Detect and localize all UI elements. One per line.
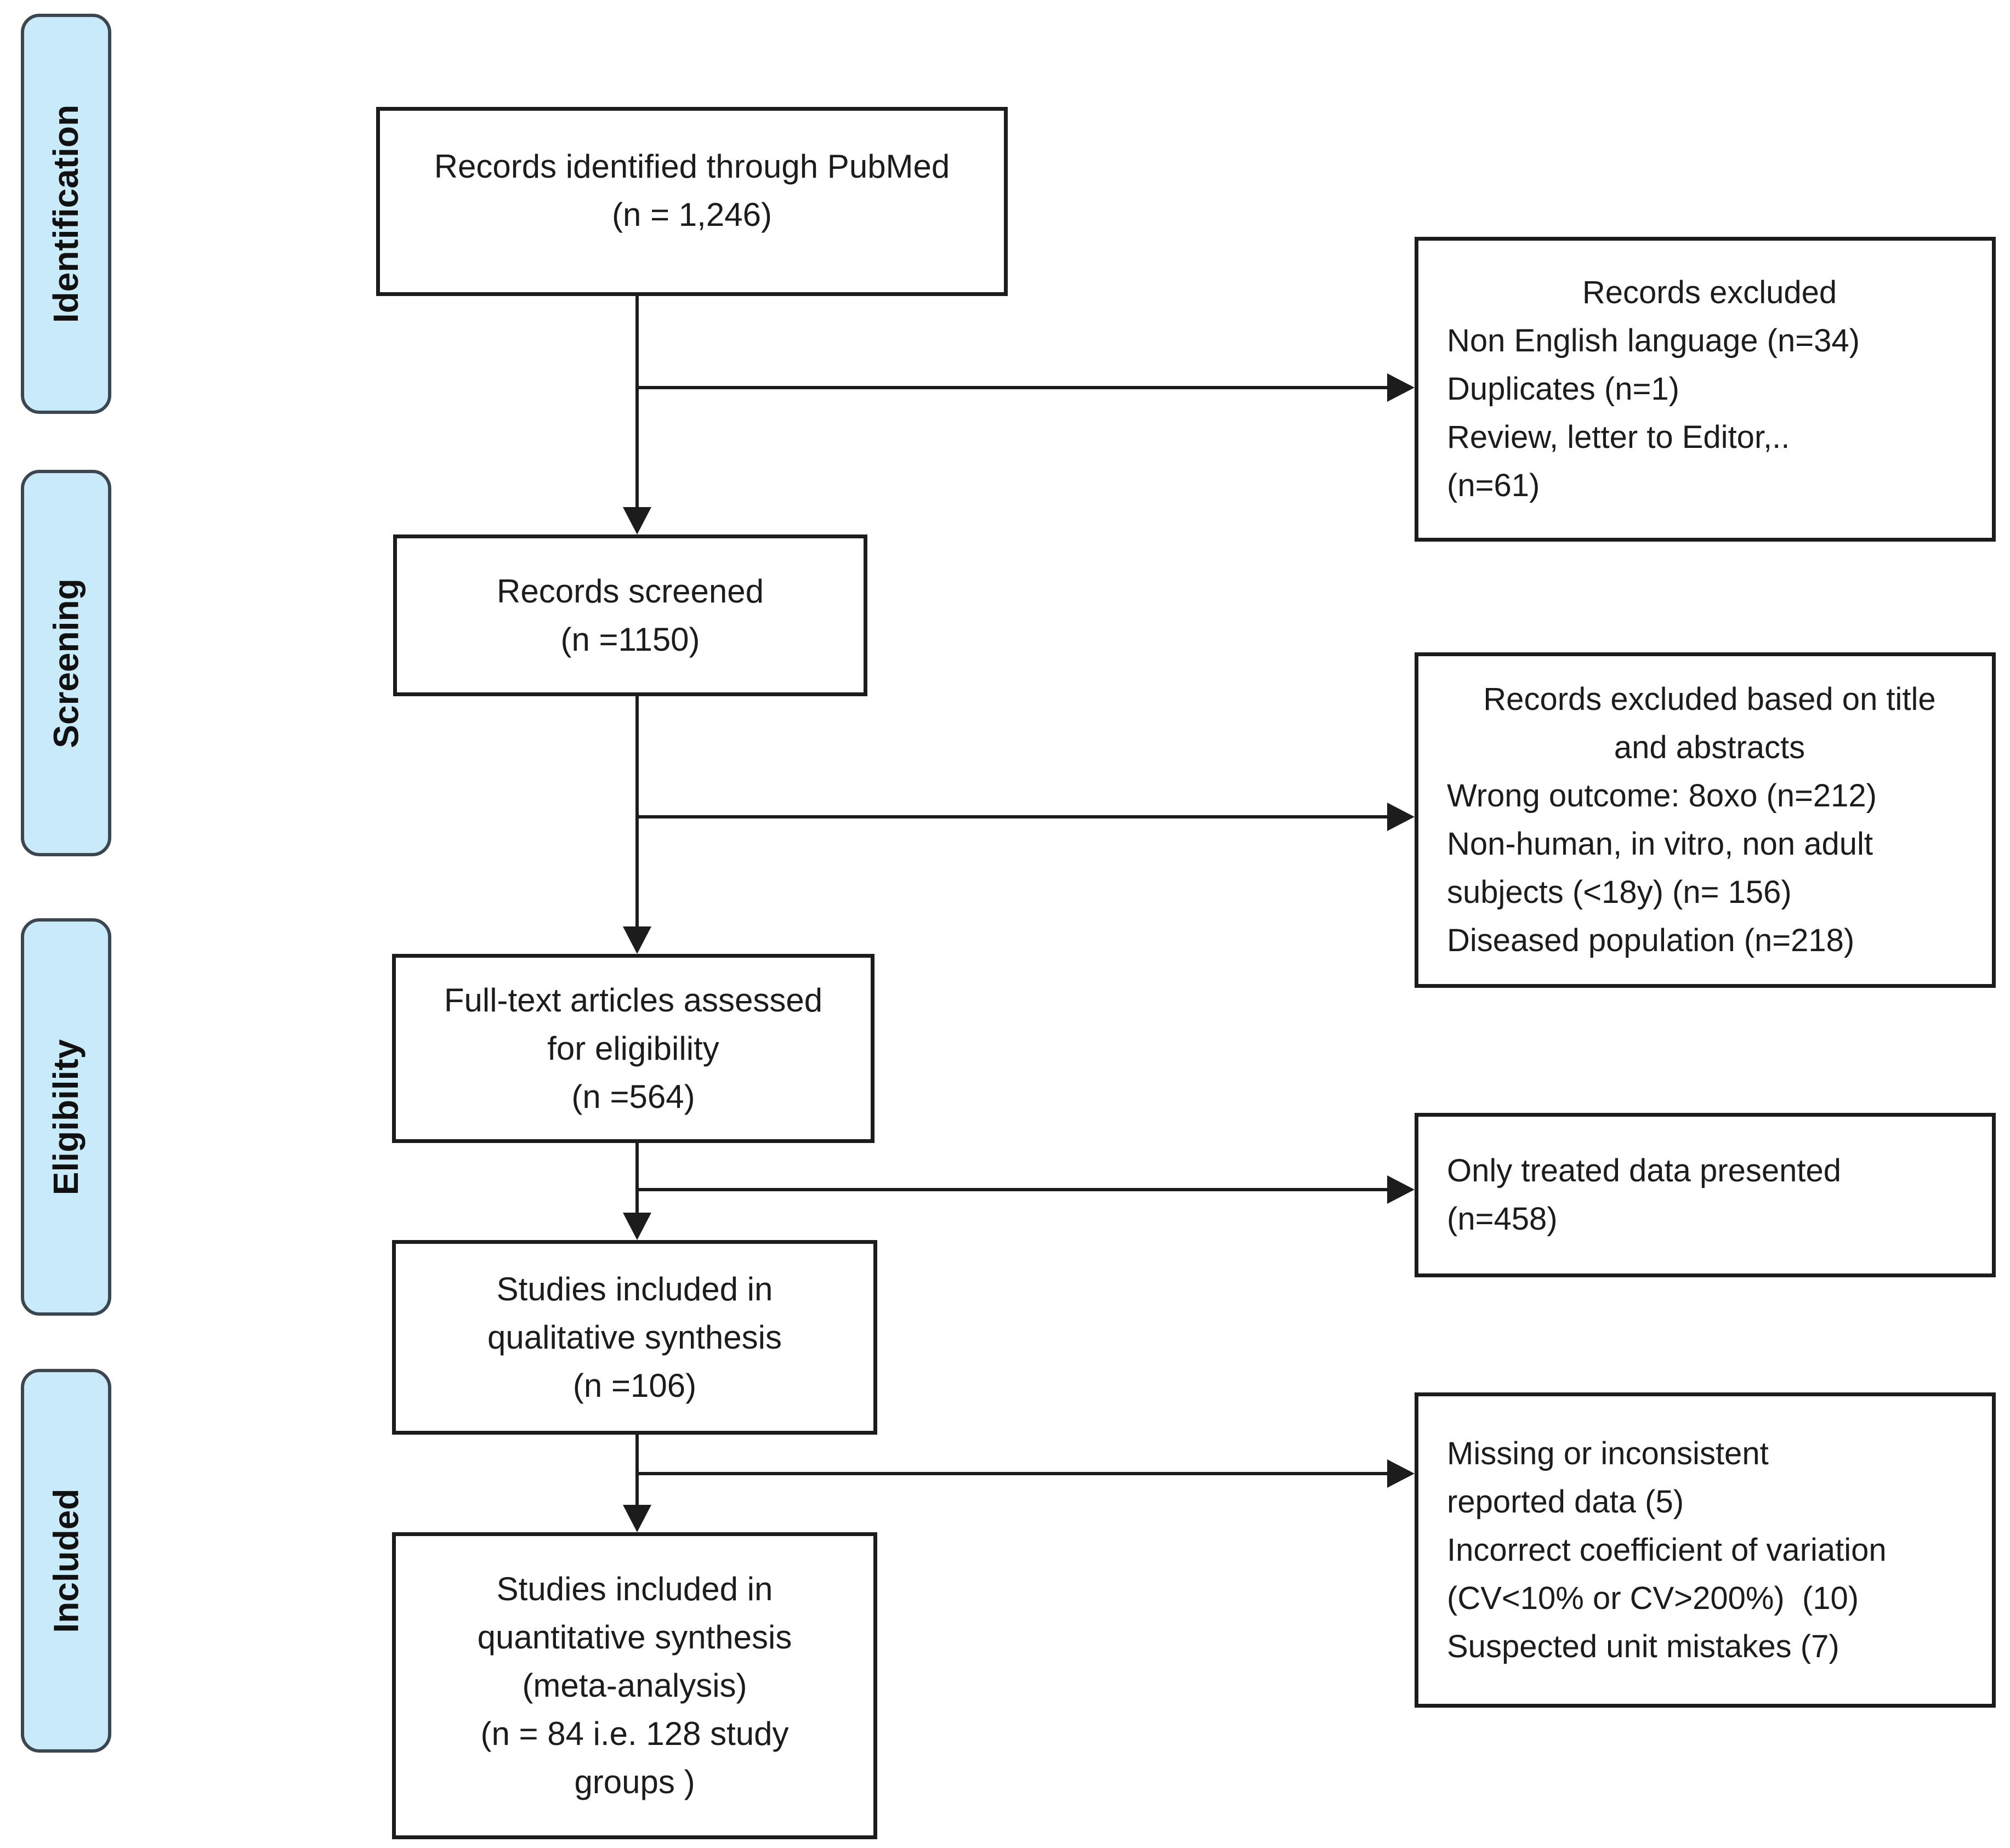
exclusion-box-heading: Records excluded (1582, 275, 1837, 310)
stage-included: Included (21, 1369, 111, 1753)
flow-box-records-screened: Records screened (n =1150) (393, 535, 867, 696)
connector-line-screened-to-fulltext (635, 696, 639, 926)
stage-eligibility: Eligibility (21, 918, 111, 1316)
flow-box-text-line: Full-text articles assessed (444, 981, 823, 1019)
stage-included-label: Included (46, 1488, 86, 1633)
flow-box-text-line: Studies included in (496, 1571, 773, 1607)
exclusion-reason-line: Incorrect coefficient of variation (1447, 1532, 1887, 1568)
stage-screening-label: Screening (46, 578, 86, 748)
flow-box-text-line: (meta-analysis) (522, 1667, 747, 1704)
connector-line-to-treated-only-excluded (635, 1188, 1387, 1191)
stage-identification-label: Identification (46, 104, 86, 323)
exclusion-reason-line: Wrong outcome: 8oxo (n=212) (1447, 778, 1877, 814)
stage-identification: Identification (21, 14, 111, 414)
exclusion-reason-line: subjects (<18y) (n= 156) (1447, 874, 1792, 910)
arrowhead-right-icon (1387, 373, 1415, 402)
arrowhead-right-icon (1387, 1459, 1415, 1488)
exclusion-box-treated-only: Only treated data presented (n=458) (1415, 1113, 1996, 1277)
exclusion-reason-line: Non-human, in vitro, non adult (1447, 826, 1873, 862)
arrowhead-right-icon (1387, 803, 1415, 831)
exclusion-reason-line: (n=458) (1447, 1201, 1558, 1237)
flow-box-count-line: (n = 1,246) (612, 196, 772, 233)
flow-box-text-line: Records identified through PubMed (434, 147, 950, 185)
flow-box-text-line: qualitative synthesis (487, 1318, 782, 1356)
exclusion-reason-line: (n=61) (1447, 468, 1540, 503)
connector-line-fulltext-to-qualitative (635, 1143, 639, 1213)
flow-box-count-line: (n =1150) (560, 621, 700, 658)
connector-line-to-title-abstract-excluded (635, 815, 1387, 818)
arrowhead-right-icon (1387, 1175, 1415, 1204)
exclusion-box-title-abstract: Records excluded based on title and abst… (1415, 652, 1996, 988)
stage-eligibility-label: Eligibility (46, 1039, 86, 1195)
flow-box-text-line: for eligibility (547, 1030, 719, 1067)
exclusion-reason-line: (CV<10% or CV>200%) (10) (1447, 1580, 1859, 1616)
flow-box-qualitative-synthesis: Studies included in qualitative synthesi… (392, 1240, 877, 1435)
exclusion-box-heading: and abstracts (1614, 730, 1805, 765)
exclusion-reason-line: Suspected unit mistakes (7) (1447, 1628, 1839, 1664)
stage-screening: Screening (21, 470, 111, 856)
exclusion-reason-line: Duplicates (n=1) (1447, 371, 1679, 407)
exclusion-box-records-excluded: Records excluded Non English language (n… (1415, 237, 1996, 542)
exclusion-reason-line: Only treated data presented (1447, 1153, 1842, 1189)
exclusion-reason-line: Non English language (n=34) (1447, 323, 1860, 359)
exclusion-reason-line: Diseased population (n=218) (1447, 923, 1855, 958)
flow-box-count-line: (n = 84 i.e. 128 study (480, 1715, 789, 1752)
exclusion-box-data-issues: Missing or inconsistent reported data (5… (1415, 1392, 1996, 1708)
flow-box-count-line: groups ) (574, 1764, 695, 1800)
exclusion-reason-line: reported data (5) (1447, 1483, 1684, 1520)
arrowhead-down-icon (623, 1505, 651, 1532)
flow-box-text-line: Records screened (497, 572, 764, 610)
flow-box-fulltext-assessed: Full-text articles assessed for eligibil… (392, 954, 875, 1143)
connector-line-to-data-issues-excluded (635, 1472, 1387, 1475)
flow-box-count-line: (n =106) (572, 1367, 697, 1404)
connector-line-identified-to-screened (635, 296, 639, 507)
arrowhead-down-icon (623, 926, 651, 954)
arrowhead-down-icon (623, 1213, 651, 1240)
flow-box-records-identified: Records identified through PubMed (n = 1… (376, 107, 1008, 296)
flow-box-text-line: quantitative synthesis (477, 1619, 792, 1656)
connector-line-qualitative-to-quantitative (635, 1435, 639, 1505)
arrowhead-down-icon (623, 507, 651, 535)
exclusion-reason-line: Missing or inconsistent (1447, 1435, 1769, 1471)
exclusion-reason-line: Review, letter to Editor,.. (1447, 419, 1790, 455)
flow-box-count-line: (n =564) (571, 1078, 695, 1115)
exclusion-box-heading: Records excluded based on title (1483, 681, 1936, 717)
connector-line-to-records-excluded (635, 386, 1387, 389)
flow-box-text-line: Studies included in (496, 1270, 773, 1307)
flow-box-quantitative-synthesis: Studies included in quantitative synthes… (392, 1532, 877, 1839)
